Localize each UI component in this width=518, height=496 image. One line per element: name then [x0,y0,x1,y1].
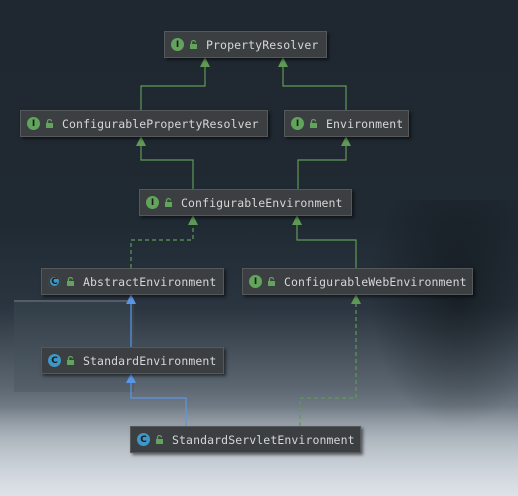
background-house [14,300,134,392]
node-label: ConfigurablePropertyResolver [62,116,259,131]
interface-icon: I [146,196,159,209]
node-label: ConfigurableEnvironment [181,195,343,210]
node-abstract-environment[interactable]: C AbstractEnvironment [41,268,224,295]
interface-icon: I [27,117,40,130]
node-standard-servlet-environment[interactable]: C StandardServletEnvironment [130,426,361,453]
lock-icon [46,118,53,128]
background-trees [368,200,518,430]
node-label: StandardEnvironment [83,353,217,368]
edge-configurable-property-resolver-to-property-resolver [140,57,210,110]
interface-icon: I [291,117,304,130]
edge-configurable-environment-to-configurable-property-resolver [136,136,194,189]
node-configurable-property-resolver[interactable]: I ConfigurablePropertyResolver [20,110,268,137]
lock-icon [67,355,74,365]
node-label: AbstractEnvironment [83,274,217,289]
edge-standard-environment-to-abstract-environment [126,294,136,347]
edge-abstract-environment-to-configurable-environment [130,215,198,268]
node-label: PropertyResolver [206,37,319,52]
node-configurable-environment[interactable]: I ConfigurableEnvironment [139,189,352,216]
edge-configurable-web-environment-to-configurable-environment [292,215,357,268]
lock-icon [310,118,317,128]
node-property-resolver[interactable]: I PropertyResolver [164,31,327,58]
lock-icon [190,39,197,49]
abstract-class-icon: C [48,275,61,288]
node-label: StandardServletEnvironment [172,432,355,447]
edge-standard-servlet-environment-to-standard-environment [126,373,187,426]
lock-icon [165,197,172,207]
interface-icon: I [249,275,262,288]
edge-environment-to-property-resolver [278,57,347,110]
node-label: ConfigurableWebEnvironment [284,274,467,289]
class-icon: C [137,433,150,446]
node-label: Environment [326,116,404,131]
node-environment[interactable]: I Environment [284,110,409,137]
node-configurable-web-environment[interactable]: I ConfigurableWebEnvironment [242,268,473,295]
class-icon: C [48,354,61,367]
interface-icon: I [171,38,184,51]
lock-icon [67,276,74,286]
lock-icon [268,276,275,286]
edge-configurable-environment-to-environment [297,136,351,189]
lock-icon [156,434,163,444]
edge-standard-servlet-environment-to-configurable-web-environment [299,294,361,426]
node-standard-environment[interactable]: C StandardEnvironment [41,347,224,374]
